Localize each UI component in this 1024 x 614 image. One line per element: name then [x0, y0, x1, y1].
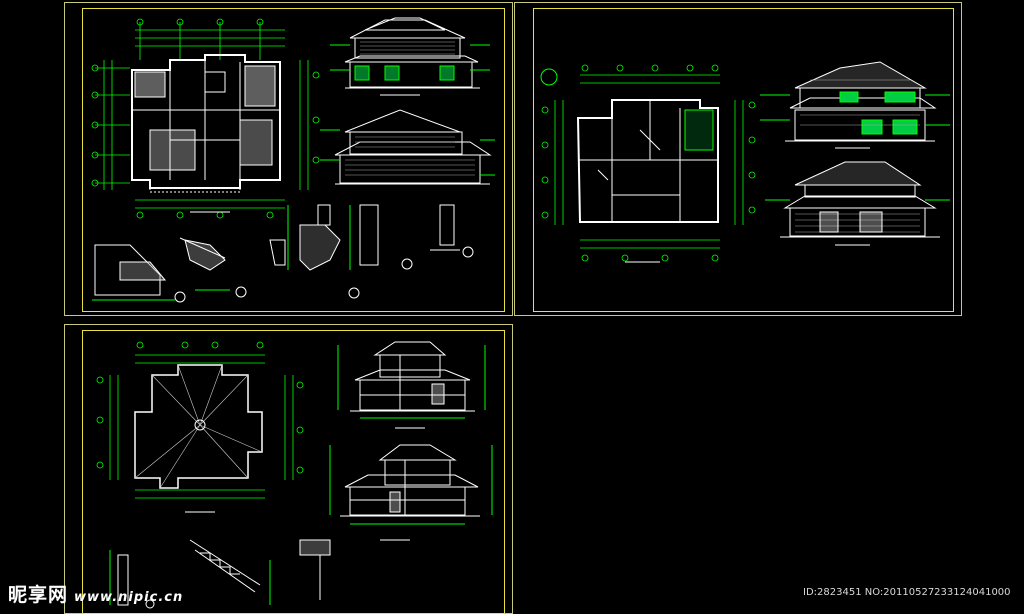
sheet-1-front-elevation: [330, 17, 490, 96]
sheet-3-roof-plan: [96, 341, 304, 513]
watermark-id: ID:2823451 NO:20110527233124041000: [803, 587, 1011, 598]
sheet-3-section-a: [337, 341, 486, 429]
sheet-3-section-b: [329, 444, 493, 541]
sheet-2-front-elevation: [760, 61, 950, 149]
sheet-2-floor-plan: [540, 64, 756, 263]
sheet-1-side-elevation: [320, 109, 495, 185]
watermark-brand-name: 昵享网: [8, 584, 69, 606]
sheet-1-floor-plan: [91, 18, 320, 219]
drawing-sheet-2: [514, 2, 962, 316]
sheet-3-stair-details: [109, 539, 331, 609]
sheet-1-construction-details: [92, 204, 474, 303]
drawing-sheet-1: [64, 2, 513, 316]
watermark-brand: 昵享网 www.nipic.cn: [8, 580, 183, 607]
sheet-2-frame: [533, 8, 954, 312]
sheet-2-side-elevation: [765, 161, 950, 246]
watermark-site: www.nipic.cn: [74, 590, 184, 605]
sheet-1-frame: [82, 8, 505, 312]
